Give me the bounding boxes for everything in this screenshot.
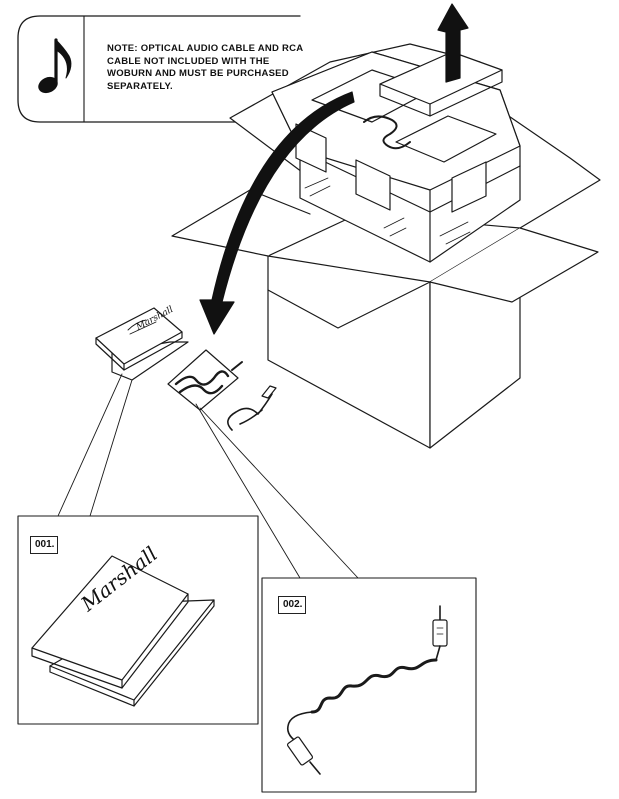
manual-small: [95, 307, 189, 381]
up-arrow-icon: [437, 3, 469, 83]
note-box: [17, 15, 301, 123]
note-text: NOTE: OPTICAL AUDIO CABLE AND RCA CABLE …: [107, 43, 303, 92]
coiled-cable-small: [227, 385, 277, 431]
lid-panel: [379, 51, 503, 117]
leader-lines: [57, 373, 359, 579]
cable-bag-small: [167, 349, 243, 411]
part-label-001: 001.: [30, 536, 59, 554]
part-label-002: 002.: [278, 596, 307, 614]
curved-down-arrow-icon: [199, 91, 355, 335]
music-note-icon: [38, 38, 72, 94]
